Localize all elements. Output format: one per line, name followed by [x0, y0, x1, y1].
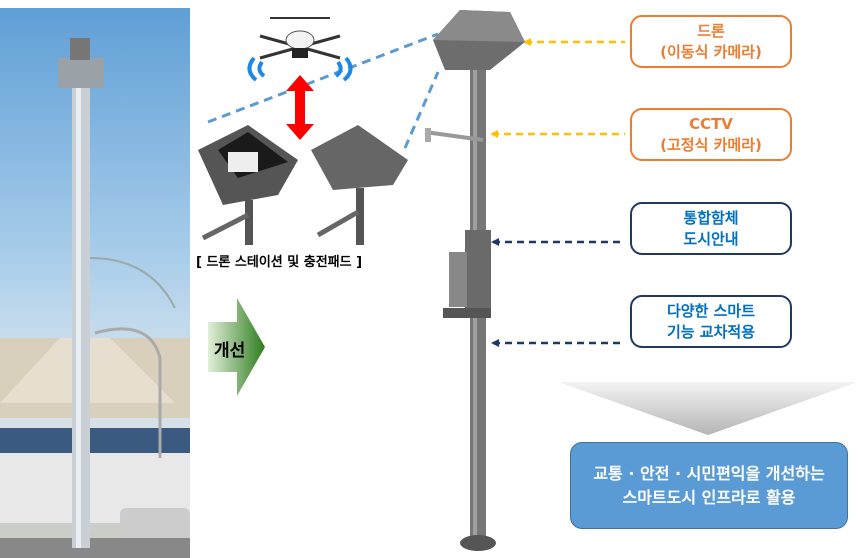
drone-label-title: 드론	[697, 21, 725, 40]
cctv-label-subtitle: (고정식 카메라)	[660, 135, 762, 154]
improve-label: 개선	[214, 341, 246, 361]
cctv-label-title: CCTV	[689, 114, 733, 133]
smart-pole-illustration	[424, 10, 525, 551]
station-caption: [ 드론 스테이션 및 충전패드 ]	[196, 255, 363, 270]
improve-arrow	[208, 298, 265, 396]
drone-icon	[247, 17, 353, 82]
result-box: 교통 · 안전 · 시민편익을 개선하는 스마트도시 인프라로 활용	[570, 442, 848, 529]
smart-label-title: 다양한 스마트	[666, 301, 756, 320]
cctv-arm	[424, 130, 484, 142]
integrated-enclosure	[465, 230, 491, 310]
drone-link-line	[207, 32, 439, 124]
existing-pole-illustration	[0, 38, 190, 558]
red-double-arrow-icon	[286, 75, 314, 140]
drone-station-illustration	[198, 125, 408, 245]
down-funnel-arrow	[558, 382, 858, 435]
enclosure-label-title: 통합함체	[683, 208, 739, 227]
smart-label-subtitle: 기능 교차적용	[666, 322, 756, 341]
drone-label-box: 드론 (이동식 카메라)	[630, 15, 792, 68]
enclosure-label-subtitle: 도시안내	[683, 229, 739, 248]
existing-pole-photo	[0, 8, 190, 558]
enclosure-label-box: 통합함체 도시안내	[630, 202, 792, 255]
drone-label-subtitle: (이동식 카메라)	[660, 42, 762, 61]
smart-label-box: 다양한 스마트 기능 교차적용	[630, 295, 792, 348]
cctv-label-box: CCTV (고정식 카메라)	[630, 108, 792, 161]
result-line-1: 교통 · 안전 · 시민편익을 개선하는	[593, 463, 825, 483]
result-line-2: 스마트도시 인프라로 활용	[622, 487, 796, 507]
